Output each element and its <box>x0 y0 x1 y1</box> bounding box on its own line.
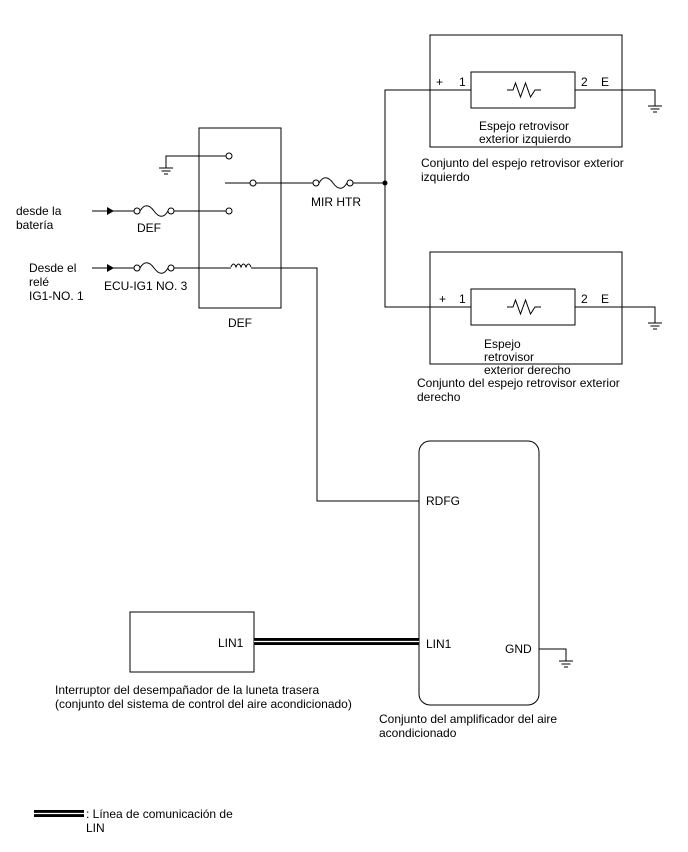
mirror-left-assembly: + 1 2 E Espejo retrovisor exterior izqui… <box>421 34 663 184</box>
ground-icon <box>647 105 663 113</box>
relay-ground-wire <box>165 155 226 168</box>
legend-text: LIN <box>86 821 105 835</box>
mirror-left-ground-wire <box>575 89 656 106</box>
heater-resistor-icon <box>507 81 541 99</box>
fuse-icon <box>139 205 169 217</box>
switch-label: (conjunto del sistema de control del air… <box>55 697 352 711</box>
mirror-left-pin2: 2 <box>581 75 588 89</box>
fuse-icon <box>318 177 348 189</box>
ac-amplifier: RDFG LIN1 GND Conjunto del amplificador … <box>379 440 574 740</box>
ground-icon <box>647 322 663 330</box>
mirror-right-pin1: 1 <box>459 292 466 306</box>
mirror-left-plus: + <box>436 75 443 89</box>
ground-icon <box>558 660 574 668</box>
amplifier-label: acondicionado <box>379 726 457 740</box>
relay-contact-nc <box>225 152 233 160</box>
amplifier-lin1-pin: LIN1 <box>426 637 452 651</box>
amplifier-rdfg-pin: RDFG <box>426 494 460 508</box>
mirror-right-terminal-e: E <box>601 292 609 306</box>
ac-amplifier-box <box>418 440 540 706</box>
from-battery-label: batería <box>16 218 54 232</box>
switch-label: Interruptor del desempañador de la lunet… <box>55 683 319 697</box>
switch-lin1-pin: LIN1 <box>218 636 244 650</box>
fuse-icon <box>139 262 169 274</box>
mirror-right-plus: + <box>439 292 446 306</box>
mirror-left-terminal-e: E <box>601 75 609 89</box>
mirror-left-element-label: exterior izquierdo <box>479 132 571 146</box>
fuse-terminal <box>133 264 141 272</box>
mirror-right-element-label: retrovisor <box>484 350 534 364</box>
legend: : Línea de comunicación de LIN <box>34 807 233 835</box>
fuse-terminal <box>346 179 354 187</box>
heater-resistor-icon <box>507 298 541 316</box>
fuse-terminal <box>167 264 175 272</box>
arrow-right-icon <box>107 264 114 272</box>
fuse-terminal <box>167 207 175 215</box>
mirror-right-assembly-label: derecho <box>417 390 461 404</box>
from-battery-label: desde la <box>16 204 62 218</box>
rear-defogger-switch: LIN1 Interruptor del desempañador de la … <box>55 611 352 711</box>
def-relay-label: DEF <box>228 316 252 330</box>
from-relay-label: relé <box>29 275 49 289</box>
def-relay-box <box>198 127 282 309</box>
amplifier-label: Conjunto del amplificador del aire <box>379 712 557 726</box>
mirror-left-element-label: Espejo retrovisor <box>479 119 569 133</box>
rdfg-signal-wire <box>251 267 419 502</box>
from-relay-label: Desde el <box>29 261 76 275</box>
from-relay-label: IG1-NO. 1 <box>29 289 84 303</box>
mirror-right-element-label: exterior derecho <box>484 363 571 377</box>
amplifier-ground-wire <box>539 648 567 661</box>
mirror-right-feed-wire <box>384 183 471 308</box>
mirror-left-assembly-label: izquierdo <box>421 170 470 184</box>
mirror-left-assembly-label: Conjunto del espejo retrovisor exterior <box>421 156 624 170</box>
relay-contact-no <box>225 207 233 215</box>
lin-bus-line <box>254 638 419 645</box>
mirror-right-assembly-label: Conjunto del espejo retrovisor exterior <box>417 376 620 390</box>
fuse-def-label: DEF <box>137 221 161 235</box>
mirror-right-pin2: 2 <box>581 292 588 306</box>
switch-box <box>129 611 255 673</box>
mirror-right-ground-wire <box>575 306 656 323</box>
fuse-ecu-label: ECU-IG1 NO. 3 <box>104 279 188 293</box>
fuse-terminal <box>312 179 320 187</box>
amplifier-gnd-pin: GND <box>505 642 532 656</box>
mirror-right-element-label: Espejo <box>484 337 521 351</box>
legend-text: : Línea de comunicación de <box>86 807 233 821</box>
fuse-mir-htr-label: MIR HTR <box>311 195 361 209</box>
fuse-terminal <box>133 207 141 215</box>
arrow-right-icon <box>107 207 114 215</box>
relay-coil-icon <box>230 263 252 269</box>
ground-icon <box>158 167 174 175</box>
relay-contact-common <box>249 179 257 187</box>
mirror-left-pin1: 1 <box>459 75 466 89</box>
mirror-right-assembly: + 1 2 E Espejo retrovisor exterior derec… <box>417 251 663 404</box>
mirror-left-feed-wire <box>384 89 471 183</box>
def-relay: DEF <box>158 127 282 330</box>
